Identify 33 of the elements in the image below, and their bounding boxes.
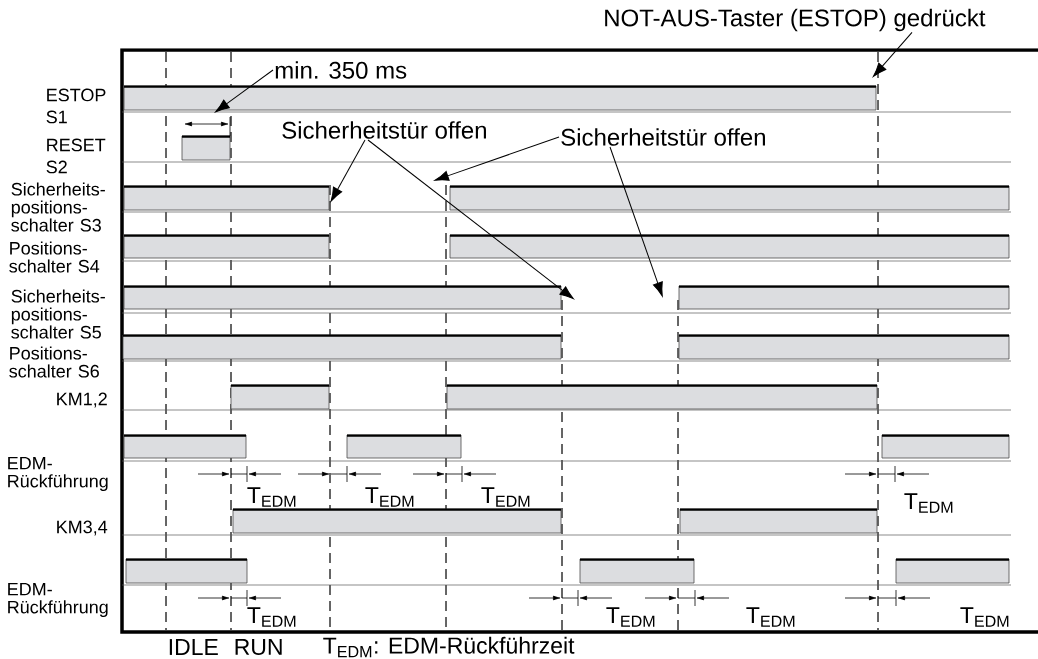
signal-label: S1: [46, 110, 67, 124]
signal-label: KM1,2: [57, 392, 107, 408]
annotation-text: Sicherheitstür offen: [561, 128, 765, 146]
leader-arrow: [873, 31, 913, 77]
time-label: T$_{EDM}$: [746, 607, 795, 627]
note-text: T$_{EDM}$: EDM-Rückführzeit: [323, 636, 575, 658]
signal-label: ESTOP: [47, 88, 106, 102]
time-label: T$_{EDM}$: [247, 607, 296, 627]
signal-label: Sicherheits- positions- schalter S3: [11, 182, 105, 232]
time-label: T$_{EDM}$: [606, 607, 655, 627]
signal-label: S2: [46, 160, 67, 174]
signal-label: EDM- Rückführung: [8, 582, 108, 618]
signal-label: RESET: [47, 138, 106, 152]
signal-label: Positions- schalter S6: [9, 346, 99, 378]
leader-arrow: [367, 139, 574, 300]
time-label: T$_{EDM}$: [481, 487, 530, 507]
signal-label: EDM- Rückführung: [8, 456, 108, 492]
annotation-text: Sicherheitstür offen: [282, 121, 486, 139]
phase-label: IDLE: [169, 639, 218, 655]
phase-label: RUN: [235, 639, 282, 656]
signal-label: Sicherheits- positions- schalter S5: [11, 289, 105, 339]
time-label: T$_{EDM}$: [960, 607, 1009, 627]
annotation-text: NOT-AUS-Taster (ESTOP) gedrückt: [605, 8, 986, 32]
time-label: T$_{EDM}$: [247, 487, 296, 507]
leader-arrow: [215, 69, 274, 113]
leader-arrow: [330, 139, 366, 202]
annotation-text: min. 350 ms: [275, 61, 407, 79]
leader-arrow: [609, 146, 663, 297]
leader-arrow: [434, 136, 560, 181]
signal-label: Positions- schalter S4: [9, 241, 100, 273]
time-label: T$_{EDM}$: [365, 487, 414, 507]
signal-label: KM3,4: [57, 520, 108, 536]
time-label: T$_{EDM}$: [904, 493, 953, 513]
